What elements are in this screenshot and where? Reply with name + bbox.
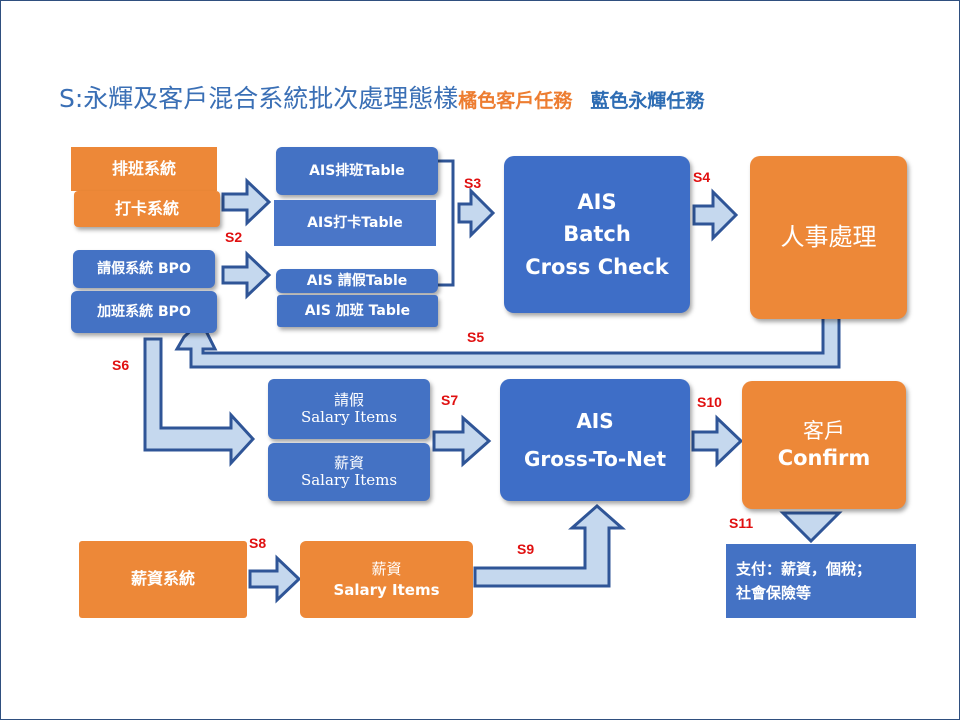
client-confirm-line2: Confirm	[777, 446, 871, 470]
pay-salary-line2: Salary Items	[300, 471, 398, 489]
payroll-items-box: 薪資 Salary Items	[300, 541, 473, 618]
ais-leave-table-label: AIS 請假Table	[306, 272, 408, 289]
ais-batch-line3: Cross Check	[525, 254, 669, 279]
step-label-s5: S5	[467, 329, 485, 345]
bracket-tables	[438, 159, 455, 287]
arrow-systems-to-tables	[221, 177, 272, 227]
ais-clock-table-label: AIS打卡Table	[307, 214, 403, 231]
arrow-tables-to-batch	[457, 187, 496, 239]
ais-gross-line2: Gross-To-Net	[523, 447, 667, 471]
step-label-s2: S2	[225, 229, 243, 245]
overtime-system-label: 加班系統 BPO	[97, 303, 191, 320]
leave-salary-items-box: 請假 Salary Items	[268, 379, 430, 439]
ais-batch-box: AIS Batch Cross Check	[504, 156, 690, 313]
ais-schedule-table-label: AIS排班Table	[309, 162, 405, 179]
payroll-system-box: 薪資系統	[79, 541, 247, 618]
client-confirm-box: 客戶 Confirm	[742, 381, 906, 509]
arrow-batch-to-hr	[692, 188, 739, 242]
clock-system-box: 打卡系統	[74, 191, 220, 227]
payroll-system-label: 薪資系統	[130, 569, 195, 589]
ais-gross-to-net-box: AIS Gross-To-Net	[500, 379, 690, 501]
client-confirm-line1: 客戶	[803, 418, 845, 443]
ais-leave-table-box: AIS 請假Table	[276, 269, 438, 293]
legend-client-task: 橘色客戶任務	[458, 90, 573, 112]
step-label-s8: S8	[249, 535, 267, 551]
schedule-system-label: 排班系統	[111, 158, 176, 178]
overtime-system-box: 加班系統 BPO	[71, 291, 217, 333]
slide-title: S:永輝及客戶混合系統批次處理態樣橘色客戶任務藍色永輝任務	[59, 79, 704, 115]
pay-salary-line1: 薪資	[333, 453, 364, 472]
leave-salary-line1: 請假	[333, 390, 364, 409]
step-label-s7: S7	[441, 392, 459, 408]
payroll-items-line1: 薪資	[371, 559, 402, 578]
arrow-confirm-to-payment	[779, 511, 843, 544]
payment-line1: 支付：薪資，個稅；	[736, 560, 872, 578]
hr-process-box: 人事處理	[750, 156, 907, 319]
arrow-gross-to-confirm	[691, 414, 744, 468]
arrow-hr-to-bpo	[174, 315, 841, 369]
leave-salary-line2: Salary Items	[300, 408, 398, 426]
arrow-payroll-to-gross	[473, 504, 626, 588]
title-main: S:永輝及客戶混合系統批次處理態樣	[59, 84, 459, 113]
legend-yonghui-task: 藍色永輝任務	[590, 90, 705, 112]
ais-overtime-table-label: AIS 加班 Table	[304, 302, 411, 319]
schedule-system-box: 排班系統	[71, 147, 217, 191]
ais-clock-table-box: AIS打卡Table	[274, 200, 436, 246]
ais-batch-line1: AIS	[577, 189, 617, 214]
ais-gross-line1: AIS	[576, 409, 614, 433]
arrow-bpo-to-salary	[143, 337, 256, 467]
step-label-s3: S3	[464, 175, 482, 191]
payment-line2: 社會保險等	[736, 584, 812, 602]
ais-overtime-table-box: AIS 加班 Table	[277, 295, 438, 327]
payment-box: 支付：薪資，個稅； 社會保險等	[726, 544, 916, 618]
ais-batch-line2: Batch	[563, 222, 631, 247]
step-label-s6: S6	[112, 357, 130, 373]
step-label-s11: S11	[729, 515, 754, 531]
payroll-items-line2: Salary Items	[333, 580, 440, 599]
step-label-s4: S4	[693, 169, 711, 185]
leave-system-label: 請假系統 BPO	[97, 260, 191, 277]
step-label-s9: S9	[517, 541, 535, 557]
arrow-bpo-to-tables	[221, 250, 272, 300]
hr-process-label: 人事處理	[780, 222, 877, 251]
leave-system-box: 請假系統 BPO	[73, 250, 215, 288]
pay-salary-items-box: 薪資 Salary Items	[268, 443, 430, 501]
arrow-salary-to-gross	[432, 414, 492, 468]
ais-schedule-table-box: AIS排班Table	[276, 147, 438, 195]
step-label-s10: S10	[697, 394, 722, 410]
arrow-payroll-to-items	[248, 554, 302, 604]
clock-system-label: 打卡系統	[114, 198, 179, 218]
